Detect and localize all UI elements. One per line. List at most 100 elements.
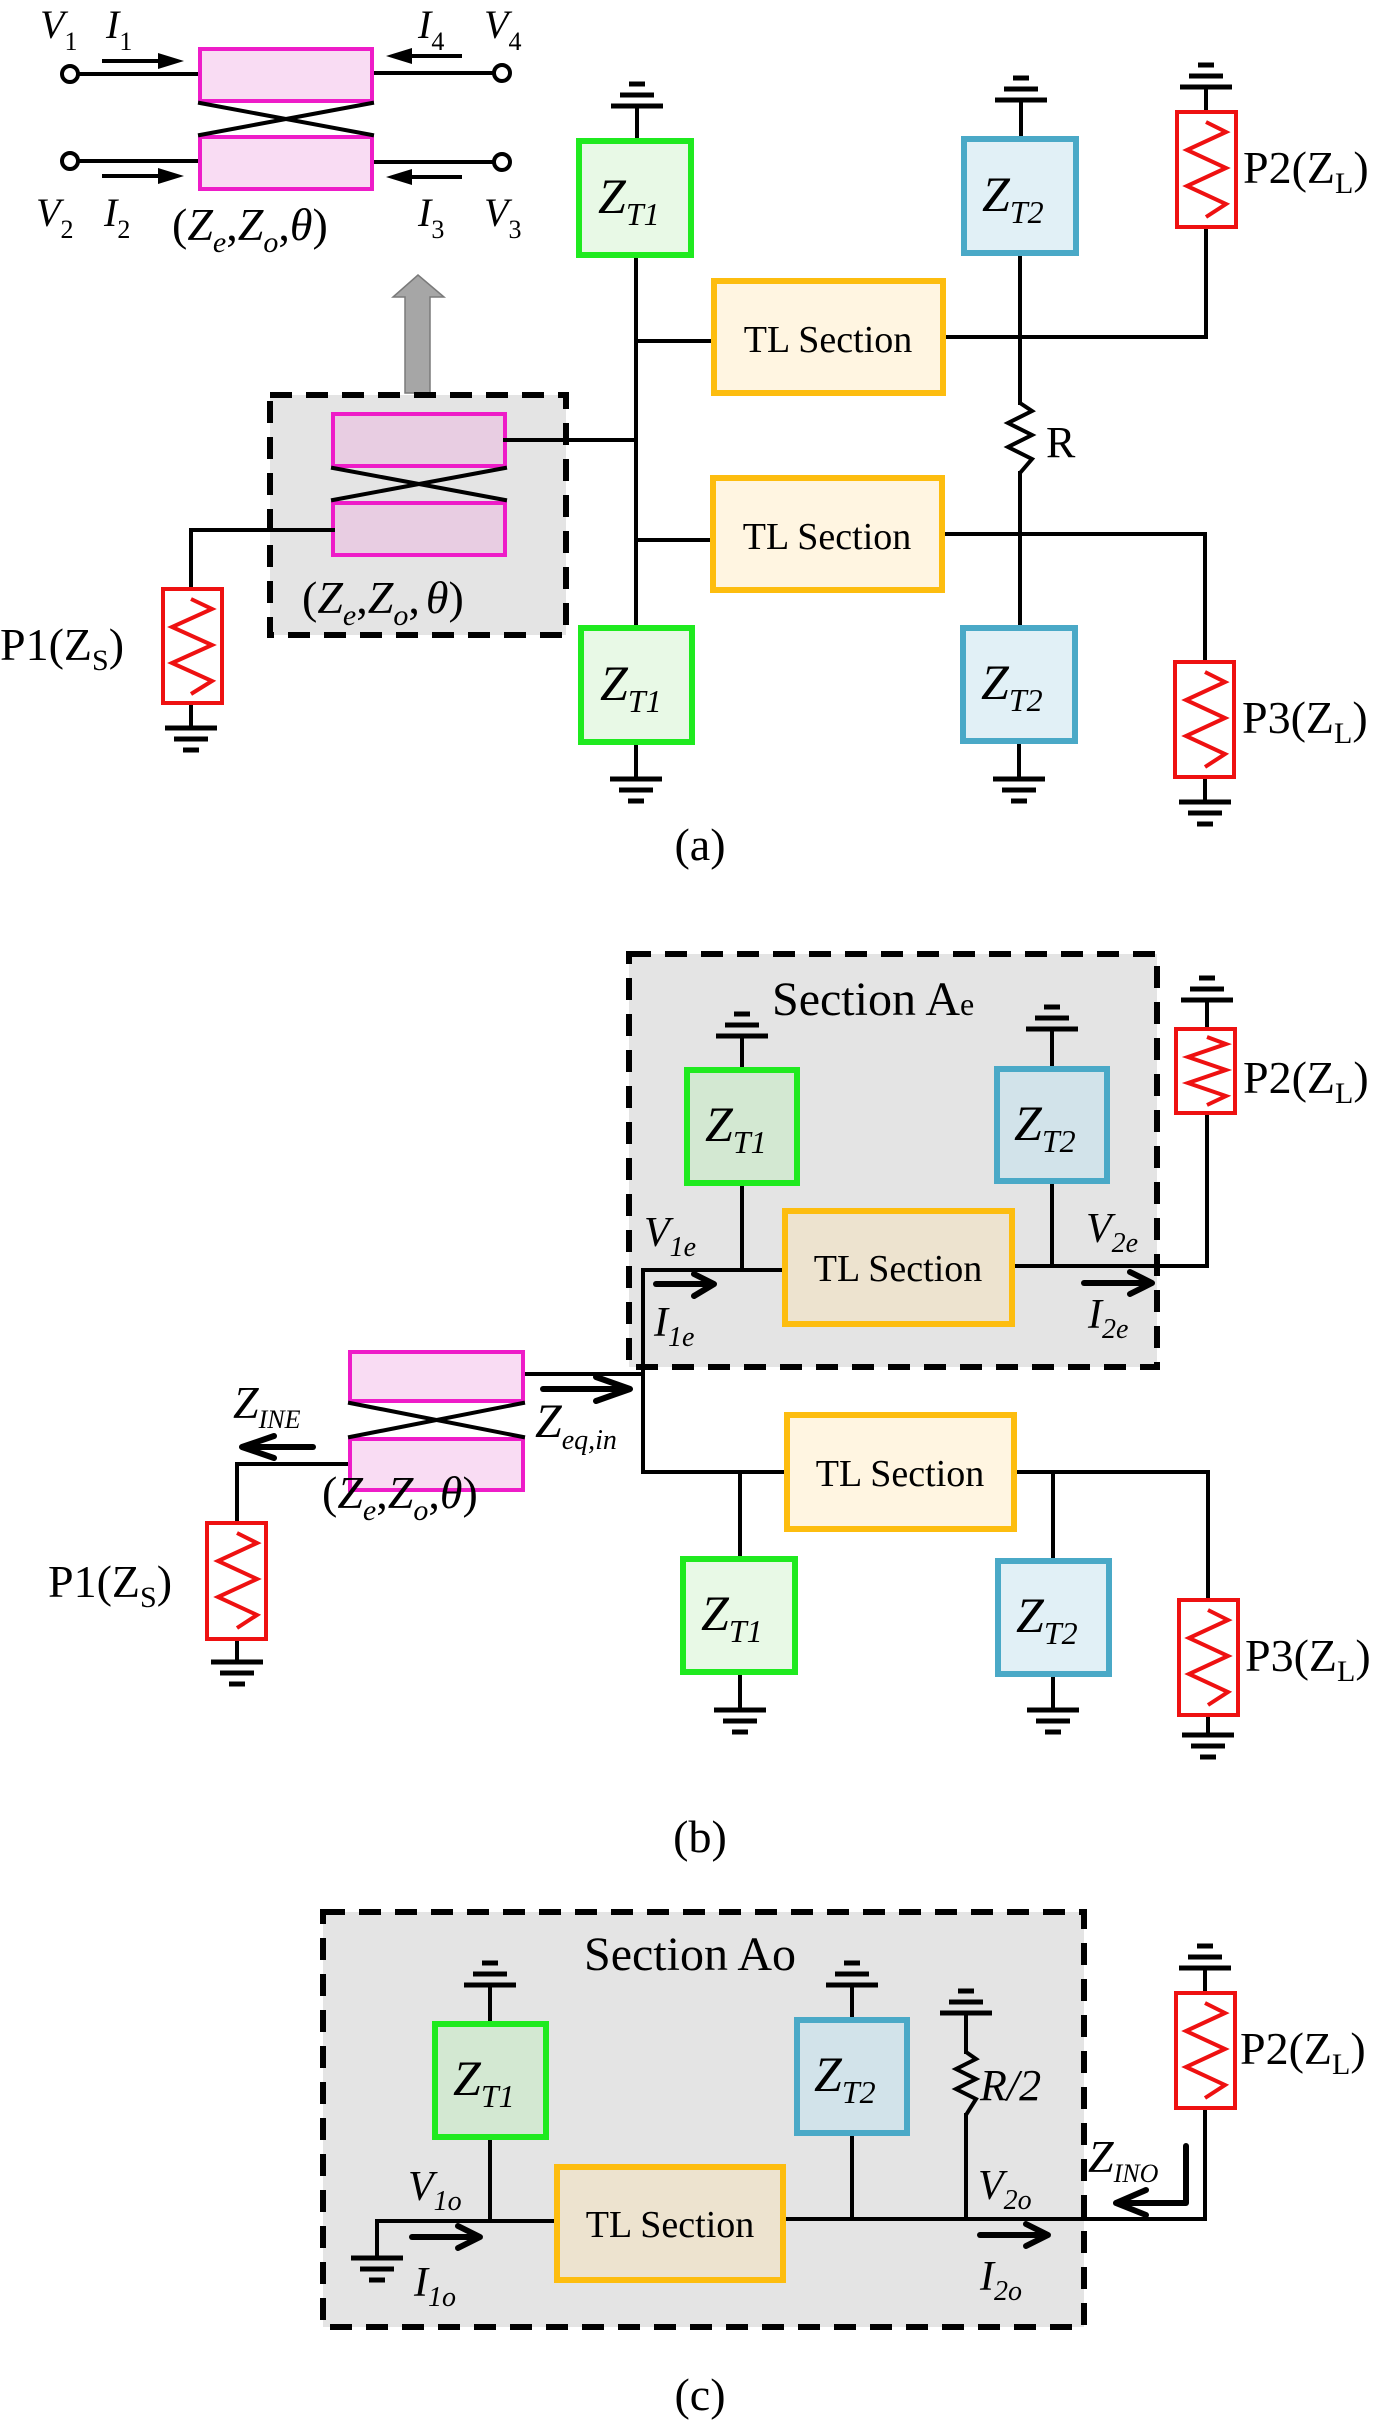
svg-text:ZT1: ZT1 [600,655,662,719]
coupler-params-b: (Ze,Zo,θ) [322,1467,478,1527]
port-p2-c: P2(ZL) [1174,1991,1366,2110]
arrow-i3-icon [386,169,462,185]
coupler-inset: V1 I1 I4 V4 V2 I2 I3 V3 (Ze,Zo,θ) [36,2,521,259]
zt1-block-b-bottom: ZT1 [680,1556,798,1675]
label-v2e: V2e [1086,1206,1138,1259]
label-i1: I1 [105,2,132,56]
arrow-i2-icon [102,168,184,184]
arrow-i1e-icon [653,1271,717,1299]
port-p3-b: P3(ZL) [1177,1598,1371,1717]
ground-icon [1181,978,1233,1000]
port-terminal-2 [60,151,80,171]
port-terminal-4 [492,63,512,83]
label-i2e: I2e [1087,1292,1128,1345]
coupled-line-top-a [331,412,507,468]
zt1-block-bottom: ZT1 [578,625,695,745]
tl-section-ao: TL Section [554,2164,786,2283]
ground-icon [211,1662,263,1684]
ground-icon [714,1710,766,1732]
arrow-zeq-in-icon [540,1374,633,1404]
svg-text:ZT2: ZT2 [814,2046,876,2110]
label-i1e: I1e [653,1300,694,1353]
label-v2: V2 [36,190,73,244]
coupler-params-inset: (Ze,Zo,θ) [172,199,328,259]
svg-text:TL Section: TL Section [744,319,913,361]
port-p1: P1(ZS) [0,587,224,705]
zoom-up-arrow-icon [391,274,447,394]
coupled-line-bottom [198,135,374,191]
coupled-line-top-b [348,1350,525,1403]
section-ae-title: Section Ae [772,973,974,1026]
port-terminal-1 [60,64,80,84]
tl-section-b-bottom: TL Section [784,1412,1017,1532]
arrow-i1-icon [102,53,184,69]
arrow-i2e-icon [1081,1269,1155,1297]
label-v4: V4 [484,2,521,56]
svg-text:TL Section: TL Section [743,516,912,558]
ground-icon [165,728,217,750]
svg-text:P2(ZL): P2(ZL) [1243,1052,1369,1110]
coupler-params-a: (Ze,Zo,θ) [302,572,464,632]
zt2-block-b-bottom: ZT2 [995,1558,1112,1677]
svg-text:P1(ZS): P1(ZS) [48,1556,172,1614]
port-p2-b: P2(ZL) [1174,1027,1369,1115]
label-v1: V1 [40,2,77,56]
svg-text:R/2: R/2 [979,2061,1041,2110]
port-p1-b: P1(ZS) [48,1521,268,1641]
ground-icon [1027,1710,1079,1732]
section-ao-title: Section Ao [584,1928,796,1981]
tl-section-top: TL Section [711,278,946,396]
coupled-line-bottom-a [331,501,507,557]
coupled-line-top [198,47,374,103]
svg-text:ZT2: ZT2 [982,166,1044,230]
svg-text:ZT1: ZT1 [701,1585,763,1649]
port-p2: P2(ZL) [1175,110,1369,229]
svg-text:P3(ZL): P3(ZL) [1245,1630,1371,1688]
svg-text:TL Section: TL Section [586,2204,755,2246]
panel-label-b: (b) [673,1811,727,1862]
ground-icon [610,779,662,801]
svg-text:TL Section: TL Section [814,1248,983,1290]
svg-text:P1(ZS): P1(ZS) [0,619,124,677]
tl-section-bottom: TL Section [710,475,945,593]
zt2-block-top: ZT2 [961,136,1079,256]
ground-icon [993,779,1045,801]
svg-text:ZT1: ZT1 [598,168,660,232]
label-v2o: V2o [978,2163,1032,2216]
port-terminal-3 [492,152,512,172]
label-i1o: I1o [413,2260,456,2313]
ground-icon [611,84,663,106]
label-z-ino: ZINO [1088,2131,1159,2188]
port-p3: P3(ZL) [1173,660,1368,779]
tl-section-ae: TL Section [782,1208,1015,1327]
ground-icon [1179,802,1231,824]
panel-c: Section Ao ZT1 ZT2 TL Section [320,1909,1366,2420]
ground-icon [1179,1946,1231,1968]
arrow-i2o-icon [977,2221,1051,2249]
svg-text:TL Section: TL Section [816,1453,985,1495]
svg-text:P2(ZL): P2(ZL) [1243,142,1369,200]
ground-icon [1180,65,1232,87]
ground-icon [995,78,1047,100]
svg-text:ZT2: ZT2 [981,654,1043,718]
arrow-z-ino-icon [1113,2143,1189,2218]
zt1-block-top: ZT1 [576,138,694,258]
half-isolation-resistor: R/2 [951,2050,1041,2117]
coupled-line-bottom-b [348,1437,525,1492]
arrow-i1o-icon [409,2223,483,2251]
panel-a: V1 I1 I4 V4 V2 I2 I3 V3 (Ze,Zo,θ) (Ze,Zo… [0,2,1369,870]
label-z-ine: ZINE [233,1377,301,1434]
label-i4: I4 [417,2,444,56]
label-i2o: I2o [979,2254,1022,2307]
label-z-eq-in: Zeq,in [535,1395,617,1456]
svg-text:P2(ZL): P2(ZL) [1240,2023,1366,2081]
label-v1o: V1o [408,2164,462,2217]
label-v1e: V1e [644,1210,696,1263]
ground-icon [1182,1735,1234,1757]
svg-text:ZT2: ZT2 [1016,1587,1078,1651]
panel-label-a: (a) [674,819,725,870]
zt2-block-ao: ZT2 [794,2017,910,2136]
svg-text:ZT2: ZT2 [1014,1095,1076,1159]
arrow-i4-icon [386,48,462,64]
label-i2: I2 [103,190,130,244]
